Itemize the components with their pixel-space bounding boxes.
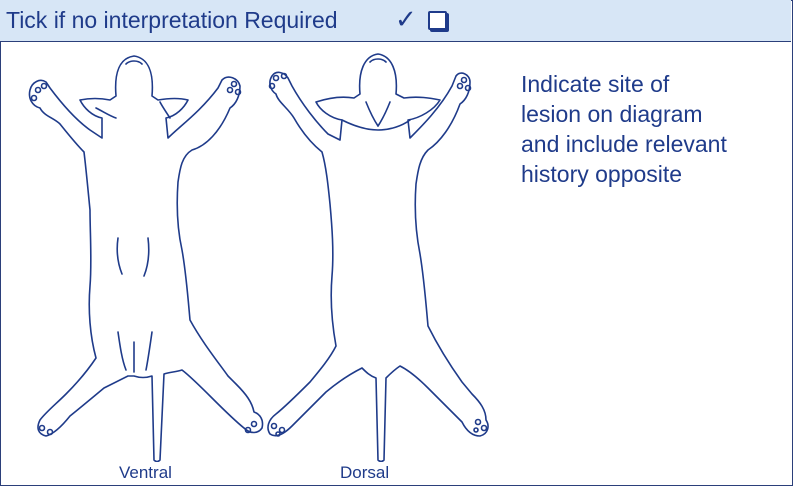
instruction-text: Indicate site of lesion on diagram and i…: [521, 69, 781, 189]
instruction-line: and include relevant: [521, 129, 781, 159]
header-label: Tick if no interpretation Required: [6, 6, 338, 34]
dorsal-caption: Dorsal: [340, 463, 389, 483]
tick-mark-icon: ✓: [395, 5, 417, 35]
instruction-line: history opposite: [521, 159, 781, 189]
interpretation-header: Tick if no interpretation Required ✓: [0, 0, 791, 42]
lesion-site-diagram[interactable]: [0, 42, 500, 462]
dorsal-body-outline[interactable]: [268, 54, 488, 462]
instruction-line: lesion on diagram: [521, 99, 781, 129]
ventral-caption: Ventral: [119, 463, 172, 483]
ventral-body-outline[interactable]: [29, 56, 262, 462]
instruction-line: Indicate site of: [521, 69, 781, 99]
no-interpretation-checkbox[interactable]: [428, 11, 447, 30]
